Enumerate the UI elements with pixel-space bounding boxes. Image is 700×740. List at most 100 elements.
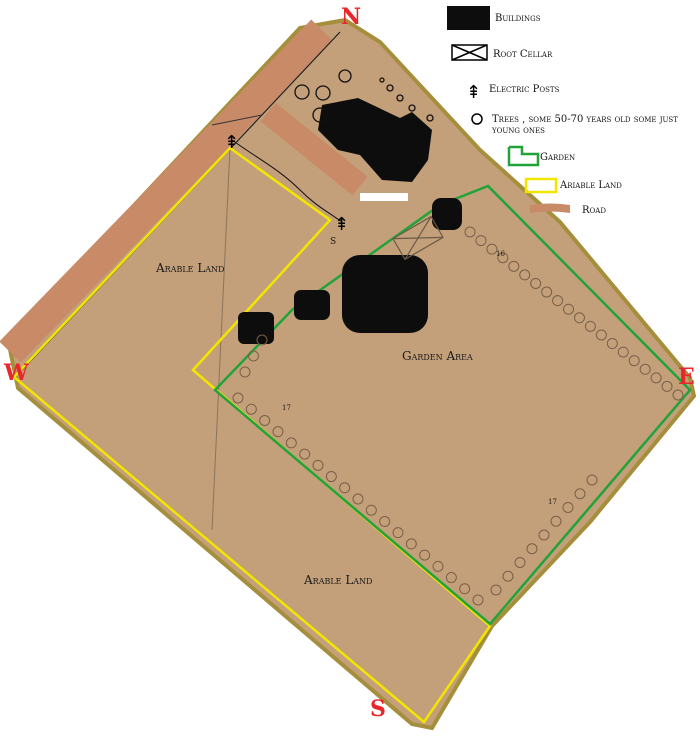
tree-icon	[464, 226, 476, 238]
tree-icon	[338, 69, 352, 83]
tree-icon	[379, 77, 385, 83]
tree-icon	[552, 295, 564, 307]
tree-icon	[232, 392, 244, 404]
tree-icon	[497, 252, 509, 264]
electric-post-icon: ⇞	[334, 214, 349, 235]
tree-icon	[617, 346, 629, 358]
tree-icon	[472, 594, 484, 606]
legend-buildings-swatch	[447, 6, 490, 30]
tree-icon	[386, 84, 394, 92]
tree-icon	[392, 527, 404, 539]
tree-tag: 16	[496, 250, 505, 258]
tree-icon	[256, 334, 268, 346]
legend-garden-label: Garden	[540, 152, 575, 163]
tree-icon	[538, 529, 550, 541]
compass-east: E	[678, 364, 695, 390]
tree-icon	[379, 515, 391, 527]
tree-icon	[285, 437, 297, 449]
compass-west: W	[3, 360, 29, 386]
legend-road-swatch	[530, 203, 570, 213]
tree-icon	[325, 471, 337, 483]
tree-icon	[312, 459, 324, 471]
tree-icon	[486, 243, 498, 255]
tree-icon	[563, 303, 575, 315]
tree-icon	[490, 584, 502, 596]
trees	[232, 69, 684, 606]
tree-icon	[541, 286, 553, 298]
main-road	[0, 19, 333, 363]
tree-icon	[519, 269, 531, 281]
tree-icon	[550, 515, 562, 527]
side-road	[260, 102, 368, 196]
tree-icon	[526, 543, 538, 555]
tree-tag: 17	[548, 498, 557, 506]
legend-arable-swatch	[524, 177, 558, 194]
post-tag: S	[330, 237, 336, 247]
legend-road-label: Road	[582, 205, 606, 216]
tree-icon	[248, 350, 259, 362]
tree-icon	[639, 363, 651, 375]
tree-icon	[574, 488, 586, 500]
electric-wire	[231, 139, 343, 223]
root-cellar	[392, 215, 444, 261]
legend-buildings-label: Buildings	[495, 13, 541, 24]
tree-icon	[365, 504, 377, 516]
tree-icon	[562, 502, 574, 513]
tree-icon	[475, 235, 487, 247]
tree-icon	[672, 389, 684, 401]
garden-outline	[213, 184, 692, 626]
legend-root-cellar-label: Root Cellar	[493, 49, 553, 60]
legend-trees-label-cont: young ones	[491, 125, 545, 136]
tree-icon	[299, 448, 311, 460]
tree-icon	[573, 312, 585, 324]
tree-icon	[245, 403, 257, 415]
tree-icon	[239, 366, 251, 378]
arable-land-label: Arable Land	[303, 573, 372, 587]
tree-icon	[419, 549, 431, 561]
tree-icon	[661, 380, 673, 392]
legend-arable-label: Ariable Land	[559, 180, 622, 191]
legend-electric-posts-label: Electric Posts	[489, 84, 560, 95]
tree-icon	[272, 426, 284, 438]
arable-land-outline	[12, 146, 492, 724]
tree-icon	[294, 84, 310, 100]
tree-icon	[426, 114, 434, 122]
tree-icon	[339, 482, 351, 494]
legend: Buildings Root Cellar ⇞ Electric Posts T…	[447, 6, 678, 216]
building-shed	[432, 198, 462, 230]
legend-tree-icon	[471, 113, 483, 125]
tree-icon	[352, 493, 364, 505]
legend-trees-label: Trees , some 50-70 years old some just	[492, 114, 678, 125]
tree-icon	[650, 372, 662, 384]
tree-icon	[445, 572, 457, 584]
legend-garden-swatch	[507, 145, 540, 167]
legend-root-cellar-icon	[451, 44, 488, 61]
tree-icon	[408, 104, 416, 112]
building-barn	[342, 255, 428, 333]
lot-line	[211, 114, 263, 126]
tree-icon	[259, 414, 271, 426]
tree-tag: 17	[282, 404, 291, 412]
tree-icon	[459, 583, 471, 595]
tree-icon	[584, 320, 596, 332]
tree-icon	[595, 329, 607, 341]
tree-icon	[312, 107, 328, 123]
tree-icon	[405, 538, 417, 550]
tree-icon	[606, 338, 618, 350]
electric-post-icon: ⇞	[224, 132, 239, 153]
tree-icon	[502, 570, 514, 582]
building-house	[318, 98, 432, 182]
legend-electric-post-icon: ⇞	[466, 82, 481, 103]
white-patch	[360, 193, 408, 201]
building-shed	[294, 290, 330, 320]
tree-icon	[508, 260, 520, 272]
tree-icon	[396, 94, 404, 102]
compass-south: S	[370, 696, 386, 722]
building-shed	[238, 312, 274, 344]
tree-icon	[628, 355, 640, 367]
tree-icon	[514, 557, 526, 568]
arable-land-label: Arable Land	[155, 261, 224, 275]
tree-icon	[432, 560, 444, 572]
